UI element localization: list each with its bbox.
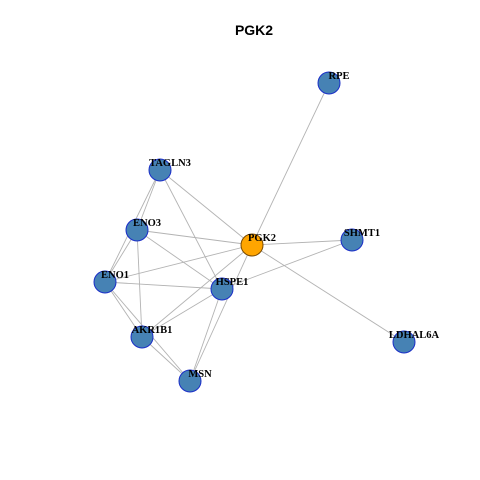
node-pgk2 [240,233,264,257]
edge-hspe1-shmt1 [221,239,353,290]
node-rpe [317,71,341,95]
edge-pgk2-tagln3 [159,169,253,246]
edge-hspe1-msn [189,288,223,382]
node-label-pgk2: PGK2 [248,233,276,244]
edge-tagln3-hspe1 [159,169,223,290]
node-ldhal6a [392,330,416,354]
edge-pgk2-rpe [251,82,330,246]
diagram-title: PGK2 [235,22,273,38]
node-shmt1 [340,228,364,252]
node-label-shmt1: SHMT1 [344,228,380,239]
node-label-tagln3: TAGLN3 [149,158,191,169]
node-label-eno3: ENO3 [133,218,161,229]
node-msn [178,369,202,393]
node-hspe1 [210,277,234,301]
edge-pgk2-eno3 [136,229,253,246]
node-label-eno1: ENO1 [101,270,129,281]
node-label-msn: MSN [188,369,212,380]
edge-pgk2-shmt1 [251,239,353,246]
edge-pgk2-msn [189,244,253,382]
node-tagln3 [148,158,172,182]
node-label-ldhal6a: LDHAL6A [389,330,440,341]
edge-eno3-hspe1 [136,229,223,290]
node-label-hspe1: HSPE1 [216,277,249,288]
edge-hspe1-eno1 [104,281,223,290]
node-akr1b1 [130,325,154,349]
node-label-rpe: RPE [329,71,350,82]
edge-eno3-akr1b1 [136,229,143,338]
node-label-akr1b1: AKR1B1 [132,325,173,336]
node-eno3 [125,218,149,242]
edge-pgk2-akr1b1 [141,244,253,338]
node-eno1 [93,270,117,294]
edge-pgk2-ldhal6a [251,244,405,343]
edge-pgk2-eno1 [104,244,253,283]
edge-hspe1-akr1b1 [141,288,223,338]
